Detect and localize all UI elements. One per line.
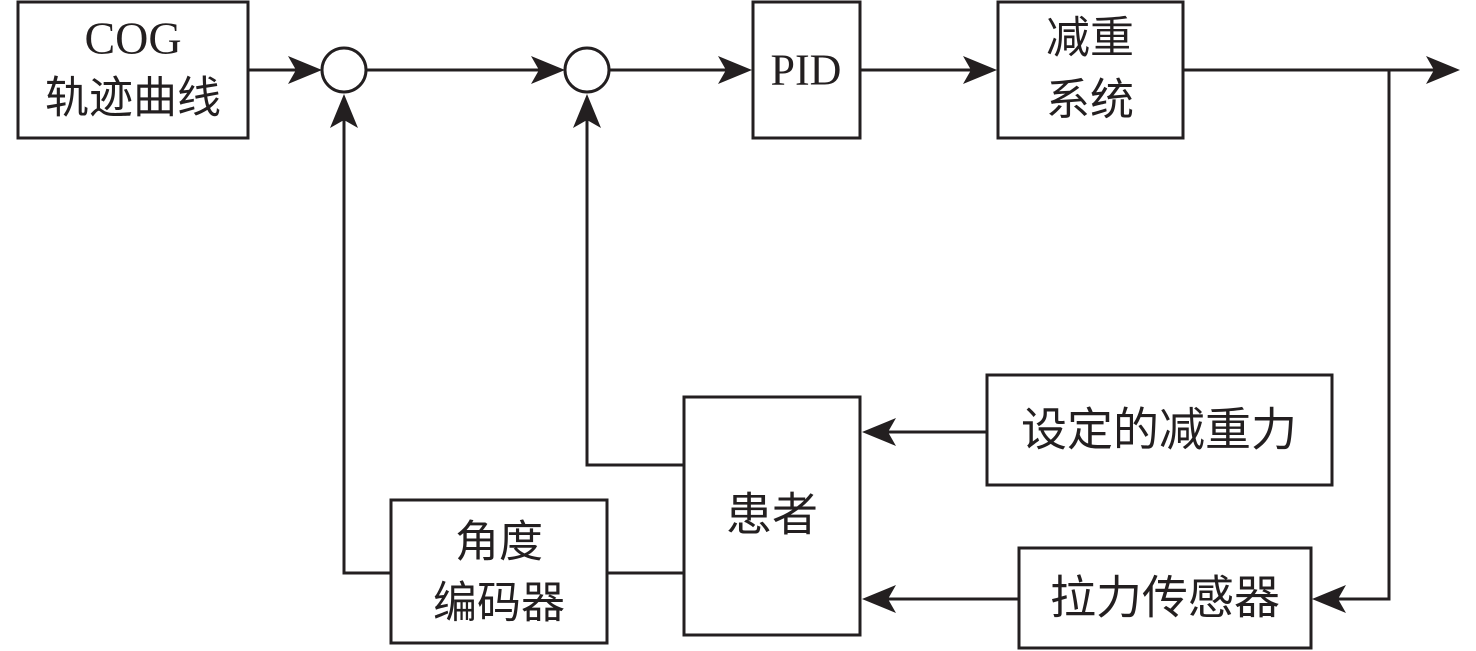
block-cog-trajectory: COG 轨迹曲线: [16, 0, 250, 140]
arrowhead-sum1-feedback: [330, 94, 358, 128]
block-sensor-label: 拉力传感器: [1050, 573, 1280, 624]
block-cog-line2: 轨迹曲线: [45, 74, 221, 123]
arrowhead-sum2-input: [531, 56, 565, 84]
block-cog-line1: COG: [84, 13, 181, 64]
block-weight-line1: 减重: [1046, 14, 1134, 63]
arrowhead-sum2-feedback: [573, 94, 601, 128]
block-set-force: 设定的减重力: [985, 373, 1334, 487]
block-encoder-line2: 编码器: [433, 579, 565, 628]
block-set-force-label: 设定的减重力: [1021, 405, 1297, 456]
wire-output-to-sensor: [1338, 70, 1391, 601]
block-weight-system: 减重 系统: [996, 0, 1185, 140]
summing-junction-1: [320, 46, 368, 94]
arrowhead-weight-input: [963, 56, 997, 84]
block-patient-label: 患者: [726, 490, 818, 541]
summing-junction-2: [563, 46, 611, 94]
block-patient: 患者: [682, 395, 862, 637]
wire-patient-to-sum2: [585, 120, 684, 467]
arrowhead-patient-sensor: [862, 585, 896, 613]
block-angle-encoder: 角度 编码器: [389, 498, 609, 645]
block-pid: PID: [751, 0, 862, 140]
arrowhead-output: [1426, 56, 1460, 84]
block-encoder-line1: 角度: [455, 518, 543, 567]
block-pid-label: PID: [771, 46, 842, 95]
block-weight-line2: 系统: [1046, 76, 1134, 125]
arrowhead-sensor-input: [1312, 585, 1346, 613]
arrowhead-patient-setforce: [862, 418, 896, 446]
block-tension-sensor: 拉力传感器: [1017, 546, 1313, 650]
arrowhead-sum1-input: [288, 56, 322, 84]
arrowhead-pid-input: [718, 56, 752, 84]
wire-encoder-to-sum1: [342, 120, 391, 575]
